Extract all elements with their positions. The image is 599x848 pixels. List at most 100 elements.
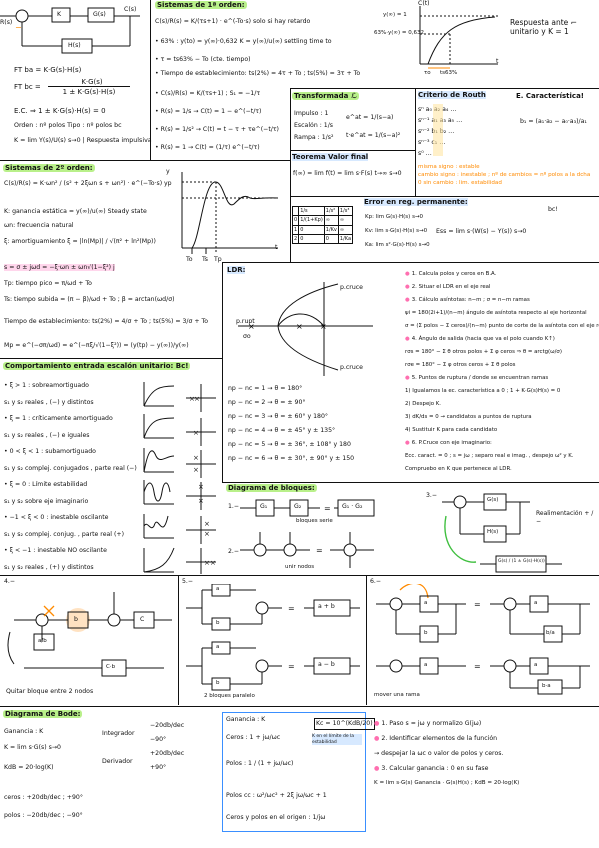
diag5-a1: a [216, 586, 220, 592]
ldr-step: rσs = 180° − Σ θ otros polos + Σ φ ceros… [405, 349, 562, 355]
ldr-steps: 1. Calcula polos y ceros en B.A. 2. Situ… [405, 268, 599, 476]
diag4-cb: C·b [106, 664, 116, 670]
diag2-nodes-sketch: = [240, 532, 374, 568]
error-table-header: 1/s² [323, 205, 339, 217]
graph2-tp: Tp [214, 256, 222, 263]
h-block-label: H(s) [68, 42, 81, 49]
ldr-title: LDR: [227, 266, 246, 274]
svg-text:=: = [288, 604, 295, 613]
laplace-step: Escalón : 1/s [294, 122, 334, 129]
response-item: • ξ = 0 : Límite estabilidad [4, 481, 88, 488]
ftbc-den: 1 ± K·G(s)·H(s) [62, 88, 116, 96]
bode-box-gan: Ganancia : K [226, 716, 266, 723]
divider-h3 [290, 150, 415, 151]
ldr-sigma: σo [243, 333, 251, 340]
error-ess: Ess = lim s·(W(s) − Y(s)) s→0 [436, 228, 527, 235]
bode-polos: polos : −20db/dec ; −90° [4, 812, 83, 819]
error-table-cell: ∞ [323, 215, 339, 226]
ldr-step: 2) Despejo K. [405, 401, 442, 407]
ldr-pcruce-top: p.cruce [340, 284, 363, 291]
divider-h6 [0, 358, 222, 359]
ldr-pcruce-bottom: p.cruce [340, 364, 363, 371]
diag1-g2: G₂ [294, 503, 302, 510]
second-order-tp: Tp: tiempo pico = π/ωd + To [4, 280, 92, 287]
second-order-tse: Tiempo de establecimiento: ts(2%) = 4/σ … [4, 318, 209, 325]
error-bc: bc! [548, 206, 558, 213]
laplace-impulse: Impulso : 1 [294, 110, 329, 117]
divider-h4 [290, 196, 599, 197]
bode-kdef: K = lim s·G(s) s→0 [4, 744, 61, 751]
error-table-cell: 0 [298, 224, 325, 235]
diag1-note: bloques serie [296, 518, 333, 524]
c-label: C(s) [124, 6, 137, 13]
first-order-l7: • R(s) = 1 → C(t) = (1/τ) e^(−t/τ) [155, 144, 260, 151]
diag2-note: unir nodos [285, 564, 315, 570]
response-item: • ξ > 1 : sobreamortiguado [4, 382, 89, 389]
diag1-number: 1.− [228, 503, 240, 510]
bode-step: → despejar la ωc o valor de polos y cero… [374, 750, 504, 757]
bode-der: Derivador [102, 758, 133, 765]
bode-box-kc-note: K en el límite de la estabilidad [312, 734, 362, 746]
response-title: Comportamiento entrada escalón unitario:… [3, 362, 191, 370]
bode-box-origen: Ceros y polos en el origen : 1/jω [226, 814, 326, 821]
response-sketches: ×× × ×× ×× ×× ×× [143, 382, 216, 574]
error-table-cell: 1/(1+Kp) [298, 215, 325, 226]
divider-v4 [222, 262, 223, 482]
response-item: • 0 < ξ < 1 : subamortiguado [4, 448, 96, 455]
error-title: Error en reg. permanente: [364, 198, 468, 206]
ldr-angle-row: np − nc = 4 → θ = ± 45° y ± 135° [228, 427, 336, 434]
diag5-b1: b [216, 620, 220, 626]
routh-note1: misma signo : estable [418, 164, 480, 170]
graph1-to: τo [424, 70, 431, 76]
diag-title: Diagrama de bloques: [226, 484, 317, 492]
bode-der1: +20db/dec [150, 750, 185, 757]
svg-text:×: × [210, 559, 216, 567]
diag3-note: Realimentación + / − [536, 510, 594, 525]
svg-text:×: × [193, 429, 199, 437]
bode-int1: −20db/dec [150, 722, 185, 729]
bode-box-polos: Polos : 1 / (1 + jω/ωc) [226, 760, 294, 767]
diag3-number: 3.− [426, 492, 438, 499]
graph2-y: y [166, 168, 170, 175]
diag6-number: 6.− [370, 578, 382, 585]
error-table-cell: ∞ [337, 215, 354, 226]
second-order-k: K: ganancia estática = y(∞)/u(∞) Steady … [4, 208, 147, 215]
bode-gan: Ganancia : K [4, 728, 44, 735]
g-block-label: G(s) [93, 11, 106, 18]
error-table-cell: 2 [291, 233, 300, 245]
svg-text:−: − [15, 23, 22, 32]
response-item: • ξ = 1 : críticamente amortiguado [4, 415, 113, 422]
svg-text:×: × [204, 530, 210, 538]
graph1-yinf: y(∞) = 1 [383, 12, 407, 18]
bode-box-kc: Kc = 10^(KdB/20) [314, 718, 375, 730]
error-table: 1/s 1/s² 1/s³ 0 1/(1+Kp) ∞ ∞ 1 0 1/Kv ∞ … [291, 205, 354, 245]
bode-elements-box [222, 712, 366, 832]
diag5-b2: b [216, 680, 220, 686]
first-order-l5: • R(s) = 1/s → C(t) = 1 − e^(−t/τ) [155, 108, 262, 115]
first-order-l4: • C(s)/R(s) = K/(τs+1) ; S₁ = −1/τ [155, 90, 261, 97]
ldr-step: 2. Situar el LDR en el eje real [405, 281, 598, 294]
svg-text:=: = [474, 662, 481, 671]
laplace-title: Transformada ℒ [292, 92, 359, 100]
routh-note2: cambio signo : inestable ; nº de cambios… [418, 172, 591, 178]
diag3-gs: G(s) [487, 497, 499, 503]
ldr-step: 6. P.Cruce con eje imaginario: [405, 437, 598, 450]
ec-text: E.C. ⇒ 1 ± K·G(s)·H(s) = 0 [14, 107, 106, 115]
ftbc-num: K·G(s) [81, 78, 103, 86]
divider-v2 [415, 88, 416, 196]
response-item: s₁ y s₂ reales , (−) e iguales [4, 431, 90, 439]
bode-steps: 1. Paso s = jω y normalizo G(jω) 2. Iden… [374, 716, 596, 791]
ldr-step: 1. Calcula polos y ceros en B.A. [405, 268, 598, 281]
graph2-t: t [275, 244, 278, 251]
ldr-angle-row: np − nc = 2 → θ = ± 90° [228, 399, 306, 406]
error-table-cell: 1/Ka [337, 233, 354, 245]
divider-v1 [150, 0, 151, 160]
svg-text:×: × [198, 483, 204, 491]
error-table-header: 1/s [298, 205, 325, 217]
ftba-text: FT ba = K·G(s)·H(s) [14, 66, 82, 74]
diag6-ba: b·a [542, 683, 551, 689]
diag5-a2: a [216, 644, 220, 650]
error-table-cell: 1/Kv [323, 224, 339, 235]
svg-text:×: × [248, 322, 255, 331]
graph1-ylabel: C(t) [418, 0, 430, 7]
